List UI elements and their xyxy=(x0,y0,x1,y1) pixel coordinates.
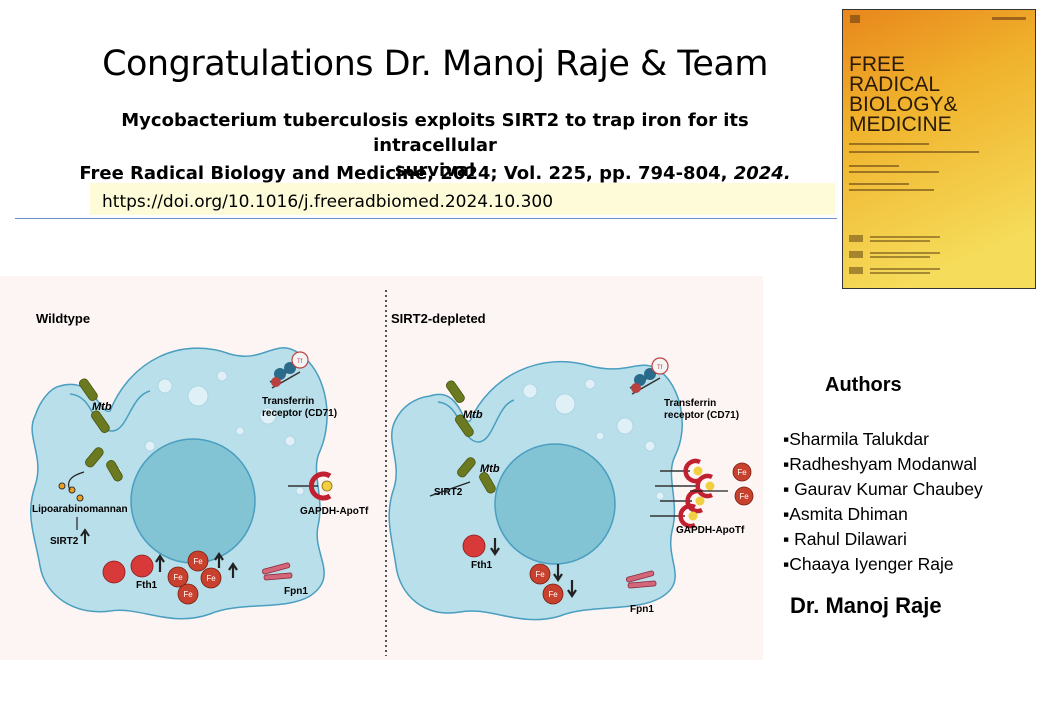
journal-citation-year: 2024. xyxy=(733,163,791,184)
right-ferroportin xyxy=(626,570,657,589)
journal-citation: Free Radical Biology and Medicine, 2024;… xyxy=(60,163,810,184)
right-ferritin xyxy=(462,534,486,558)
graphical-abstract: Wildtype SIRT2-depleted Mtb Lipoarabinom… xyxy=(0,276,763,660)
left-ferritin xyxy=(102,554,154,584)
lead-author: Dr. Manoj Raje xyxy=(790,593,942,618)
left-iron-atoms xyxy=(167,550,222,605)
cover-issn xyxy=(992,17,1026,20)
right-nucleus xyxy=(494,443,616,565)
left-fe-label-2: Fe xyxy=(193,557,203,566)
right-sirt2-strike xyxy=(429,481,471,497)
left-phagosome xyxy=(69,390,151,432)
right-mtb-label-2: Mtb xyxy=(480,463,500,475)
left-fe-up-arrows xyxy=(214,552,238,578)
journal-cover: FREE RADICAL BIOLOGY& MEDICINE xyxy=(842,9,1036,289)
left-fe-label-1: Fe xyxy=(173,573,183,582)
left-sirt2-up-arrow xyxy=(80,528,90,544)
right-mtb-label-1: Mtb xyxy=(463,409,483,421)
left-tf-label: Tf xyxy=(297,359,303,365)
left-lipo-label: Lipoarabinomannan xyxy=(32,504,128,515)
cover-title-line3: BIOLOGY& xyxy=(849,93,958,116)
right-vesicles xyxy=(483,378,665,501)
cover-title-line1: FREE xyxy=(849,53,905,76)
right-receptor-label: receptor (CD71) xyxy=(664,410,739,421)
left-lam-molecules xyxy=(58,482,84,502)
right-iron-atoms xyxy=(529,563,564,605)
right-extracellular-iron xyxy=(732,462,754,506)
right-panel-title: SIRT2-depleted xyxy=(391,311,486,326)
right-fe-label-1: Fe xyxy=(535,570,545,579)
left-ferroportin xyxy=(262,562,293,581)
cover-fine-print xyxy=(849,143,979,191)
left-lam-arrow xyxy=(67,471,85,491)
author-item: ▪Chaaya Iyenger Raje xyxy=(783,554,954,574)
right-transferrin-receptor xyxy=(629,357,669,395)
left-gapdh-label: GAPDH-ApoTf xyxy=(300,506,369,517)
cover-background xyxy=(842,9,1036,289)
left-fth1-label: Fth1 xyxy=(136,580,158,591)
left-panel-title: Wildtype xyxy=(36,311,90,326)
left-transferrin-label: Transferrin xyxy=(262,396,314,407)
author-list: ▪Sharmila Talukdar ▪Radheshyam Modanwal … xyxy=(783,427,983,577)
journal-citation-text: Free Radical Biology and Medicine, 2024;… xyxy=(79,163,734,184)
left-transferrin-receptor xyxy=(269,351,309,389)
author-item: ▪ Gaurav Kumar Chaubey xyxy=(783,479,983,499)
paper-title: Mycobacterium tuberculosis exploits SIRT… xyxy=(60,108,810,183)
left-bacteria xyxy=(79,378,123,482)
author-item: ▪Asmita Dhiman xyxy=(783,504,908,524)
left-gapdh-apotf xyxy=(288,471,333,501)
right-fth1-down-arrow xyxy=(490,538,500,556)
paper-title-line1: Mycobacterium tuberculosis exploits SIRT… xyxy=(121,110,749,156)
right-fth1-label: Fth1 xyxy=(471,560,493,571)
author-item: ▪Sharmila Talukdar xyxy=(783,429,929,449)
right-sirt2-label: SIRT2 xyxy=(434,487,463,498)
right-bacteria xyxy=(446,380,496,494)
left-fpn1-label: Fpn1 xyxy=(284,586,308,597)
doi-link[interactable]: https://doi.org/10.1016/j.freeradbiomed.… xyxy=(90,183,835,215)
author-item: ▪ Rahul Dilawari xyxy=(783,529,907,549)
left-mtb-label: Mtb xyxy=(92,401,112,413)
left-receptor-label: receptor (CD71) xyxy=(262,408,337,419)
cover-title-line2: RADICAL xyxy=(849,73,940,96)
right-transferrin-label: Transferrin xyxy=(664,398,716,409)
right-gapdh-apotf-cluster xyxy=(650,458,728,529)
left-vesicles xyxy=(113,370,305,496)
right-fe-label-2: Fe xyxy=(548,590,558,599)
divider-line xyxy=(15,218,837,219)
left-nucleus xyxy=(130,438,256,564)
left-fe-label-4: Fe xyxy=(183,590,193,599)
right-fpn1-label: Fpn1 xyxy=(630,604,654,615)
paper-title-line2: survival xyxy=(394,160,476,181)
authors-heading: Authors xyxy=(825,374,902,396)
right-ext-fe-label-2: Fe xyxy=(739,492,749,501)
author-item: ▪Radheshyam Modanwal xyxy=(783,454,977,474)
left-sirt2-label: SIRT2 xyxy=(50,536,79,547)
left-fe-label-3: Fe xyxy=(206,574,216,583)
right-phagosome xyxy=(437,399,515,443)
cover-society-logos xyxy=(849,235,940,274)
cover-title-line4: MEDICINE xyxy=(849,113,952,136)
page-title: Congratulations Dr. Manoj Raje & Team xyxy=(102,44,768,84)
cover-logo xyxy=(850,15,860,23)
left-fth1-up-arrow xyxy=(155,554,165,572)
right-fe-down-arrows xyxy=(553,564,577,598)
cover-frame xyxy=(842,9,1036,289)
right-ext-fe-label-1: Fe xyxy=(737,468,747,477)
right-gapdh-label: GAPDH-ApoTf xyxy=(676,525,745,536)
right-tf-label: Tf xyxy=(657,365,663,371)
